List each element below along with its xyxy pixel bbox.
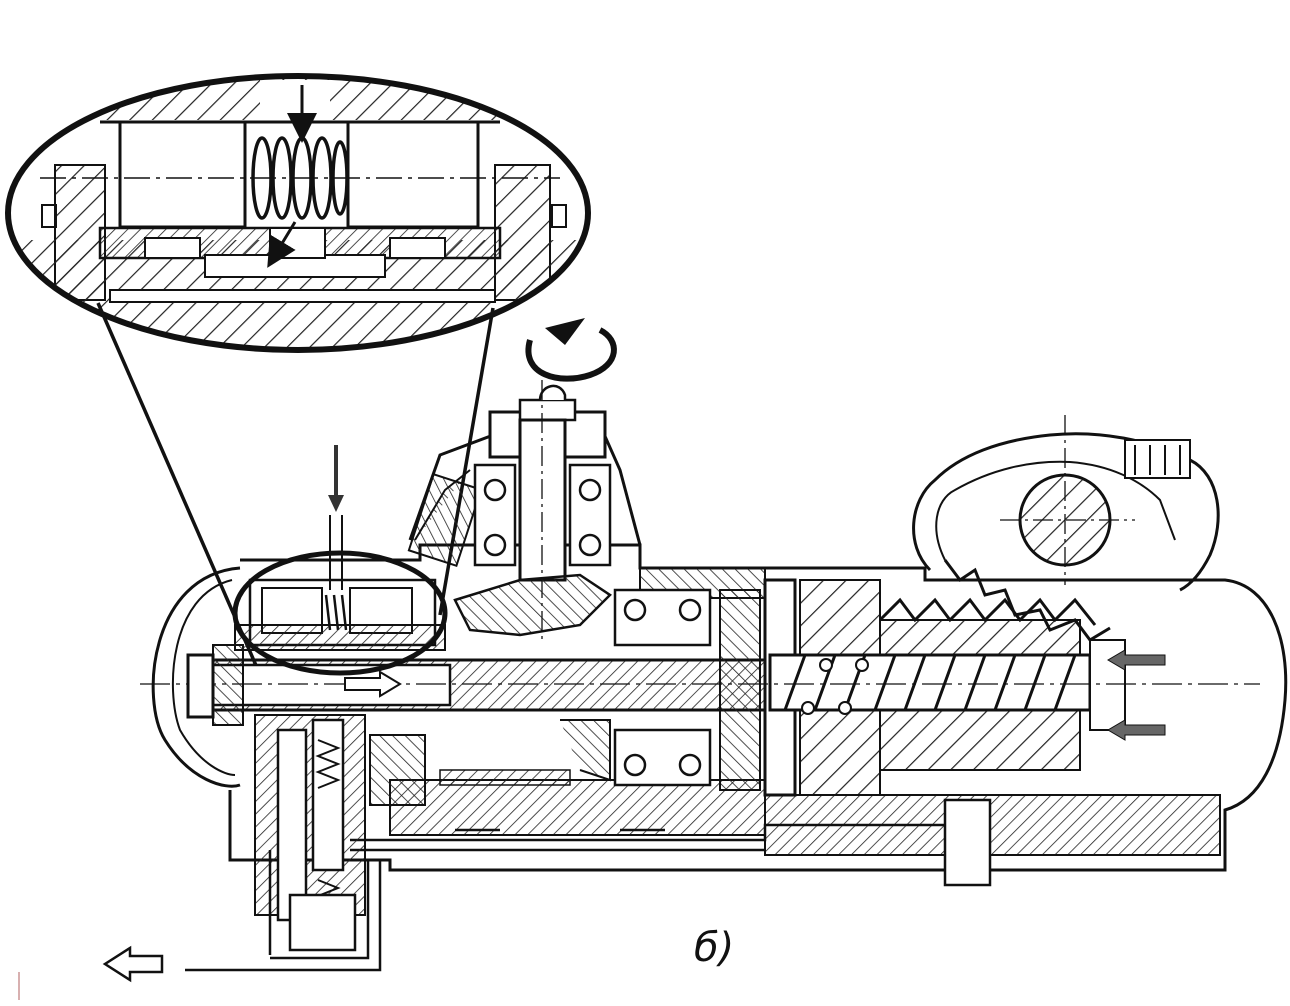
relief-valve <box>185 714 426 972</box>
input-shaft-assembly <box>407 380 642 640</box>
inflow-down-arrow-icon <box>328 445 344 590</box>
sector-gear <box>912 415 1220 642</box>
outflow-left-arrow-icon <box>102 945 164 983</box>
rack-flow-left-arrow-icon <box>1107 649 1166 741</box>
main-housing <box>151 543 1288 887</box>
valve-block <box>232 550 448 676</box>
piston-rack <box>763 578 1126 797</box>
scan-edge-mark <box>18 972 20 1000</box>
detail-magnifier <box>5 73 591 353</box>
shaft-flow-right-arrow-icon <box>344 670 402 698</box>
rotation-arrow-icon <box>525 318 617 382</box>
figure-caption: б) <box>694 925 735 971</box>
